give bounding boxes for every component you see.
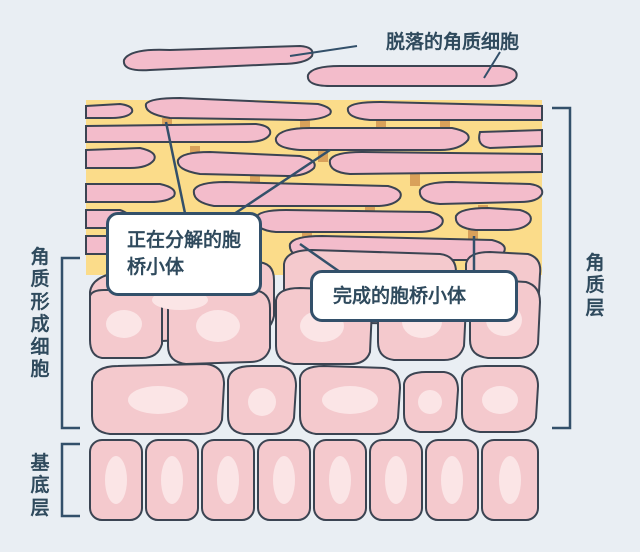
keratinocyte-bracket bbox=[60, 256, 80, 430]
corneocyte bbox=[85, 146, 156, 169]
corneocyte bbox=[176, 150, 316, 178]
corneocyte bbox=[144, 96, 332, 122]
nucleus bbox=[248, 388, 276, 416]
nucleus bbox=[418, 390, 442, 414]
nucleus bbox=[217, 456, 239, 504]
desmosome bbox=[410, 170, 420, 186]
nucleus bbox=[499, 456, 521, 504]
shedding-corneocytes-label: 脱落的角质细胞 bbox=[386, 31, 520, 53]
desmosome bbox=[300, 116, 310, 134]
nucleus bbox=[482, 386, 518, 414]
stratum-corneum-bracket bbox=[552, 106, 572, 430]
nucleus bbox=[322, 386, 378, 414]
nucleus bbox=[329, 456, 351, 504]
nucleus bbox=[105, 456, 127, 504]
corneocyte bbox=[418, 180, 544, 206]
basal-layer-bracket bbox=[60, 442, 80, 518]
brackets bbox=[60, 106, 572, 518]
corneocyte bbox=[192, 180, 402, 207]
shedding-corneocyte bbox=[306, 65, 518, 87]
corneocyte bbox=[254, 208, 444, 233]
desmosome bbox=[376, 118, 386, 134]
corneocyte bbox=[454, 206, 532, 231]
corneocyte bbox=[85, 183, 176, 203]
shedding-corneocyte bbox=[122, 44, 314, 72]
corneocyte bbox=[85, 102, 134, 119]
nucleus bbox=[196, 310, 240, 342]
basal-nuclei bbox=[105, 456, 521, 504]
callout-pointers bbox=[164, 121, 476, 274]
corneocyte bbox=[274, 127, 470, 151]
basal-cells bbox=[89, 439, 539, 521]
degrading-desmosome-callout: 正在分解的胞桥小体 bbox=[106, 212, 262, 296]
basal-layer-label: 基底层 bbox=[30, 452, 50, 519]
shedding-pointers bbox=[289, 45, 501, 79]
shedding-corneocytes bbox=[122, 44, 518, 87]
nucleus bbox=[273, 456, 295, 504]
nucleus bbox=[161, 456, 183, 504]
nucleus bbox=[385, 456, 407, 504]
corneocyte-layers bbox=[85, 96, 544, 261]
nucleus bbox=[106, 310, 142, 338]
corneocyte bbox=[85, 122, 272, 143]
corneocyte bbox=[328, 150, 543, 176]
desmosome bbox=[440, 116, 450, 132]
nucleus bbox=[441, 456, 463, 504]
keratinocytes-label: 角质形成细胞 bbox=[30, 246, 50, 381]
nucleus bbox=[128, 386, 188, 414]
corneocyte bbox=[478, 128, 543, 150]
complete-desmosome-callout: 完成的胞桥小体 bbox=[310, 270, 518, 322]
corneocyte bbox=[346, 100, 543, 121]
stratum-corneum-label: 角质层 bbox=[585, 252, 605, 319]
